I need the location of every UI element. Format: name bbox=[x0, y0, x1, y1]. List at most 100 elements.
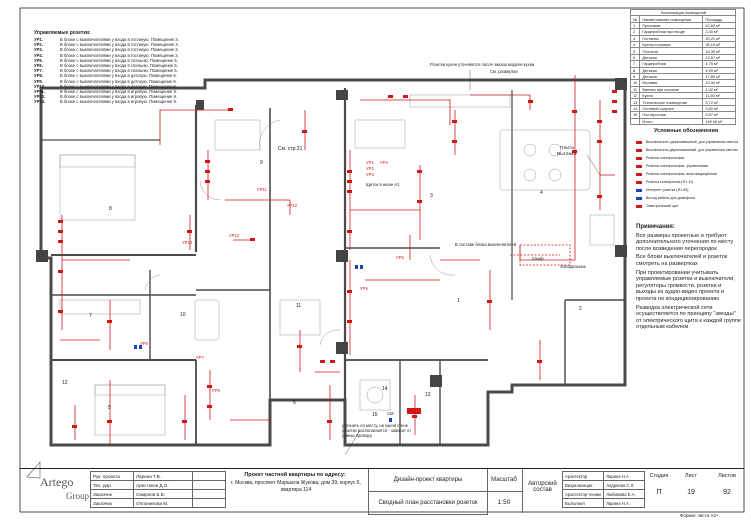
author-name: Андреева С.Л. bbox=[603, 480, 646, 490]
columns bbox=[36, 78, 627, 387]
author-role: Выполнил bbox=[561, 498, 605, 508]
sheets-total: 92 bbox=[723, 489, 731, 496]
staff-name: Арестаков Д.О. bbox=[133, 480, 193, 490]
controlled-outlet-code: УР11. bbox=[34, 89, 45, 95]
legend-item: Розетка электрическая, влагозащищённая bbox=[646, 172, 717, 176]
controlled-outlet-item: УР4.В блоке с выключателями у входа в го… bbox=[34, 53, 179, 58]
controlled-outlet-code: УР9. bbox=[34, 78, 43, 84]
ur-tag: УР12 bbox=[287, 203, 298, 208]
explication-cell: 13,62 м² bbox=[702, 21, 737, 30]
author-label: Авторский состав bbox=[522, 469, 562, 513]
washing-machine-label: СМ bbox=[387, 411, 394, 416]
legend-item: Выход кабеля для домофона bbox=[646, 196, 695, 200]
kitchen-outlets-note: Розетки кухни уточняются после заказа мо… bbox=[430, 62, 535, 67]
explication-cell: 7 bbox=[629, 60, 641, 68]
controlled-outlet-code: УР6. bbox=[34, 63, 43, 69]
room-number: 6 bbox=[293, 400, 296, 406]
controlled-outlet-code: УР1. bbox=[34, 37, 43, 42]
explication-cell bbox=[629, 117, 641, 126]
explication-cell: 11,60 м² bbox=[702, 92, 737, 100]
controlled-outlet-code: УР8. bbox=[34, 73, 43, 79]
explication-cell: 4,09 м² bbox=[702, 66, 737, 74]
hood-label: Вытяжка bbox=[557, 152, 577, 157]
controlled-outlet-text: В блоке с выключателями у входа в спальн… bbox=[60, 68, 178, 74]
staff-signature bbox=[192, 471, 226, 481]
staff-name: Смирнов Б.В. bbox=[133, 489, 193, 499]
explication-cell: 11 bbox=[629, 85, 641, 94]
explication-cell: 149,06 м² bbox=[702, 117, 737, 126]
room-number: 11 bbox=[296, 303, 302, 309]
furniture bbox=[59, 94, 615, 436]
explication-cell: 3,57 м² bbox=[702, 111, 737, 119]
room-number: 12 bbox=[62, 380, 68, 386]
electrical-shield bbox=[407, 408, 421, 414]
cabinet-label: Шкаф bbox=[532, 256, 544, 261]
note-paragraph: При проектировании учитывать управляемые… bbox=[636, 269, 735, 302]
ur-tag: УР10 bbox=[182, 240, 193, 245]
controlled-outlet-code: УР3. bbox=[34, 47, 43, 53]
staff-signature bbox=[192, 480, 226, 490]
socket-symbols bbox=[58, 90, 617, 428]
ur-tag: УР2 bbox=[366, 166, 374, 171]
legend-block: Условные обозначения Выключатель однокла… bbox=[630, 128, 742, 210]
legend-item: Розетка электрическая, управляемая bbox=[646, 164, 709, 168]
bottom-socket-note: уточнить по месту, на какой стене розетк… bbox=[342, 423, 412, 438]
scale-label: Масштаб bbox=[491, 477, 517, 483]
controlled-outlet-item: УР2.В блоке с выключателями у входа в го… bbox=[34, 42, 179, 47]
explication-header: Площадь bbox=[702, 15, 737, 23]
logo-subtext: Group bbox=[66, 491, 89, 501]
sheets-label: Листов bbox=[718, 473, 736, 479]
explication-cell: 10 bbox=[629, 79, 641, 87]
notes-title: Примечания: bbox=[636, 224, 675, 230]
room-number: 5 bbox=[108, 405, 111, 411]
room-number: 9 bbox=[260, 160, 263, 166]
controlled-outlet-text: В блоке с выключателями у входа в гостин… bbox=[60, 47, 179, 53]
room-number: 10 bbox=[180, 312, 186, 318]
explication-table: Экспликация помещений № Наименование пом… bbox=[629, 8, 737, 126]
controlled-outlet-code: УР12. bbox=[34, 94, 46, 100]
controlled-outlet-item: УР8.В блоке с выключателями у входа в де… bbox=[34, 73, 179, 78]
explication-cell: 17,89 м² bbox=[702, 72, 737, 81]
legend-list: Выключатель одноклавишный, для управлени… bbox=[646, 138, 742, 210]
room-number: 4 bbox=[540, 190, 543, 196]
controlled-outlets-title: Управляемые розетки: bbox=[34, 30, 91, 36]
explication-cell: 9 bbox=[629, 72, 641, 81]
controlled-outlet-code: УР13. bbox=[34, 99, 46, 105]
controlled-outlet-code: УР4. bbox=[34, 52, 43, 58]
room-number: 7 bbox=[89, 313, 92, 319]
legend-item: Розетка электрическая bbox=[646, 156, 685, 160]
switch-symbols bbox=[134, 265, 392, 422]
explication-cell: 3,50 м² bbox=[702, 104, 737, 113]
controlled-outlet-text: В блоке с выключателями у входа в гостин… bbox=[60, 37, 179, 42]
controlled-outlet-text: В блоке с выключателями у входа в игрову… bbox=[60, 89, 178, 95]
controlled-outlet-item: УР12.В блоке с выключателями у входа в и… bbox=[34, 94, 179, 99]
controlled-outlet-item: УР1. В блоке с выключателями у входа в го… bbox=[34, 37, 179, 42]
room-number: 8 bbox=[109, 206, 112, 212]
design-project-label: Дизайн-проект квартиры bbox=[368, 469, 488, 491]
wiring bbox=[60, 75, 615, 445]
sheet-format: Формат листа А3+ bbox=[680, 513, 719, 518]
room-number: 14 bbox=[382, 386, 388, 392]
explication-cell: 4,42 м² bbox=[702, 85, 737, 94]
stage-value: П bbox=[656, 489, 662, 496]
explication-cell: 14 bbox=[629, 104, 641, 113]
ur-tag: УР4 bbox=[380, 160, 388, 165]
sheet-frame bbox=[19, 7, 745, 513]
author-role: Визуализация bbox=[561, 480, 605, 490]
explication-cell: 12 bbox=[629, 92, 641, 100]
explication-cell: Итого bbox=[639, 117, 704, 126]
note-paragraph: Все размеры проектные и требуют дополнит… bbox=[636, 232, 734, 252]
